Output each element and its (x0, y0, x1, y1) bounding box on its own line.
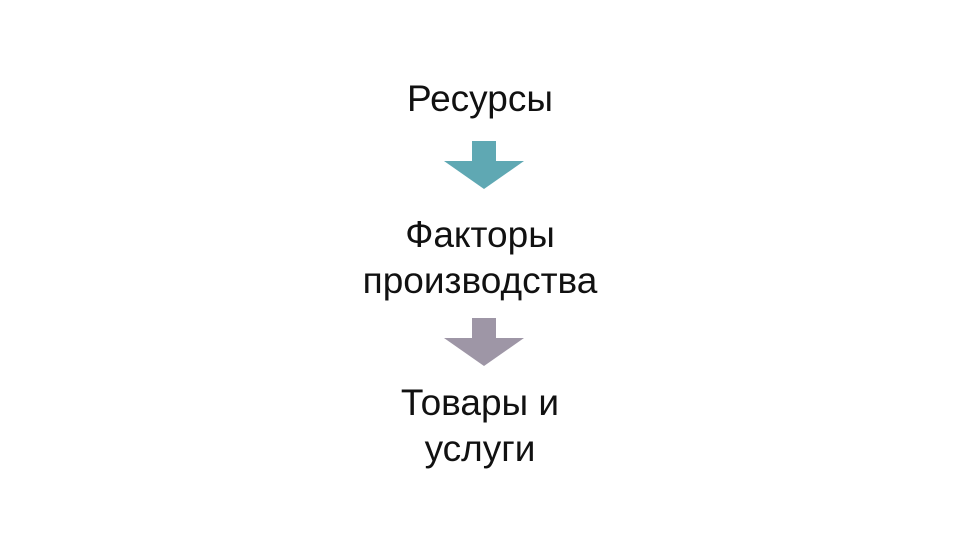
node-resources: Ресурсы (280, 76, 680, 122)
down-arrow-icon (444, 141, 524, 189)
arrow-2-shape (444, 318, 524, 366)
node-goods-line-1: Товары и (400, 382, 560, 423)
arrow-1-shape (444, 141, 524, 189)
down-arrow-icon (444, 318, 524, 366)
node-factors-line-1: Факторы (405, 214, 555, 255)
node-factors-of-production: Факторы производства (280, 212, 680, 304)
node-factors-line-2: производства (362, 260, 598, 301)
node-resources-line-1: Ресурсы (407, 78, 553, 119)
node-goods-line-2: услуги (424, 428, 536, 469)
node-goods-and-services: Товары и услуги (280, 380, 680, 472)
